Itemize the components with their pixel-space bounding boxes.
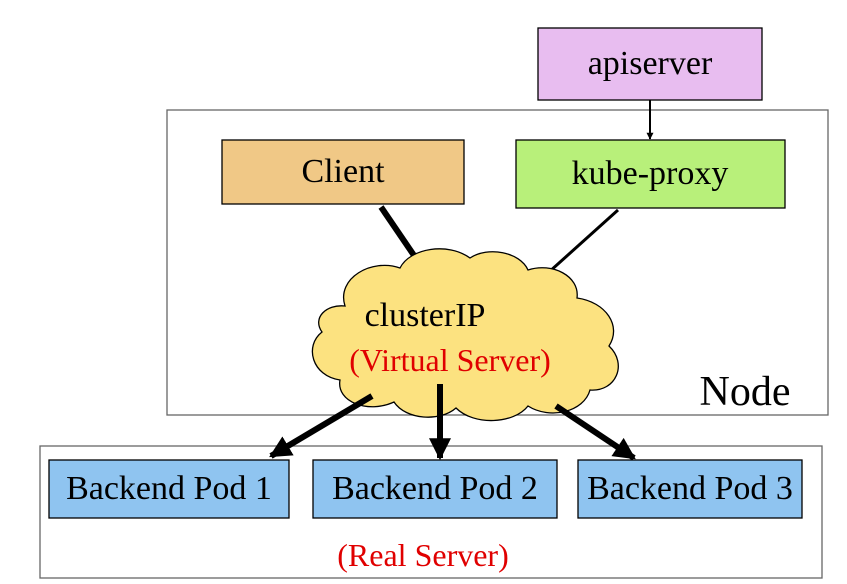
arrow-clusterip-to-pod-3 xyxy=(554,403,636,461)
virtual-server-label: (Virtual Server) xyxy=(349,342,551,378)
clusterip-cloud xyxy=(311,248,619,422)
backend-pod-3-label: Backend Pod 3 xyxy=(587,470,793,507)
kube-proxy-label: kube-proxy xyxy=(572,155,729,192)
kube-proxy-box xyxy=(515,139,786,209)
client-box xyxy=(221,139,465,205)
node-label: Node xyxy=(700,369,791,415)
backend-pod-3-box xyxy=(577,459,803,519)
arrow-clusterip-to-pod-1 xyxy=(269,393,374,459)
client-label: Client xyxy=(301,153,385,190)
real-server-label: (Real Server) xyxy=(337,537,508,573)
backend-pod-1-box xyxy=(48,459,290,519)
apiserver-label: apiserver xyxy=(588,45,713,82)
clusterip-label: clusterIP xyxy=(365,297,486,334)
backend-pod-2-box xyxy=(312,459,558,519)
backend-pod-1-label: Backend Pod 1 xyxy=(66,470,272,507)
backend-pod-2-label: Backend Pod 2 xyxy=(332,470,538,507)
apiserver-box xyxy=(537,27,763,101)
